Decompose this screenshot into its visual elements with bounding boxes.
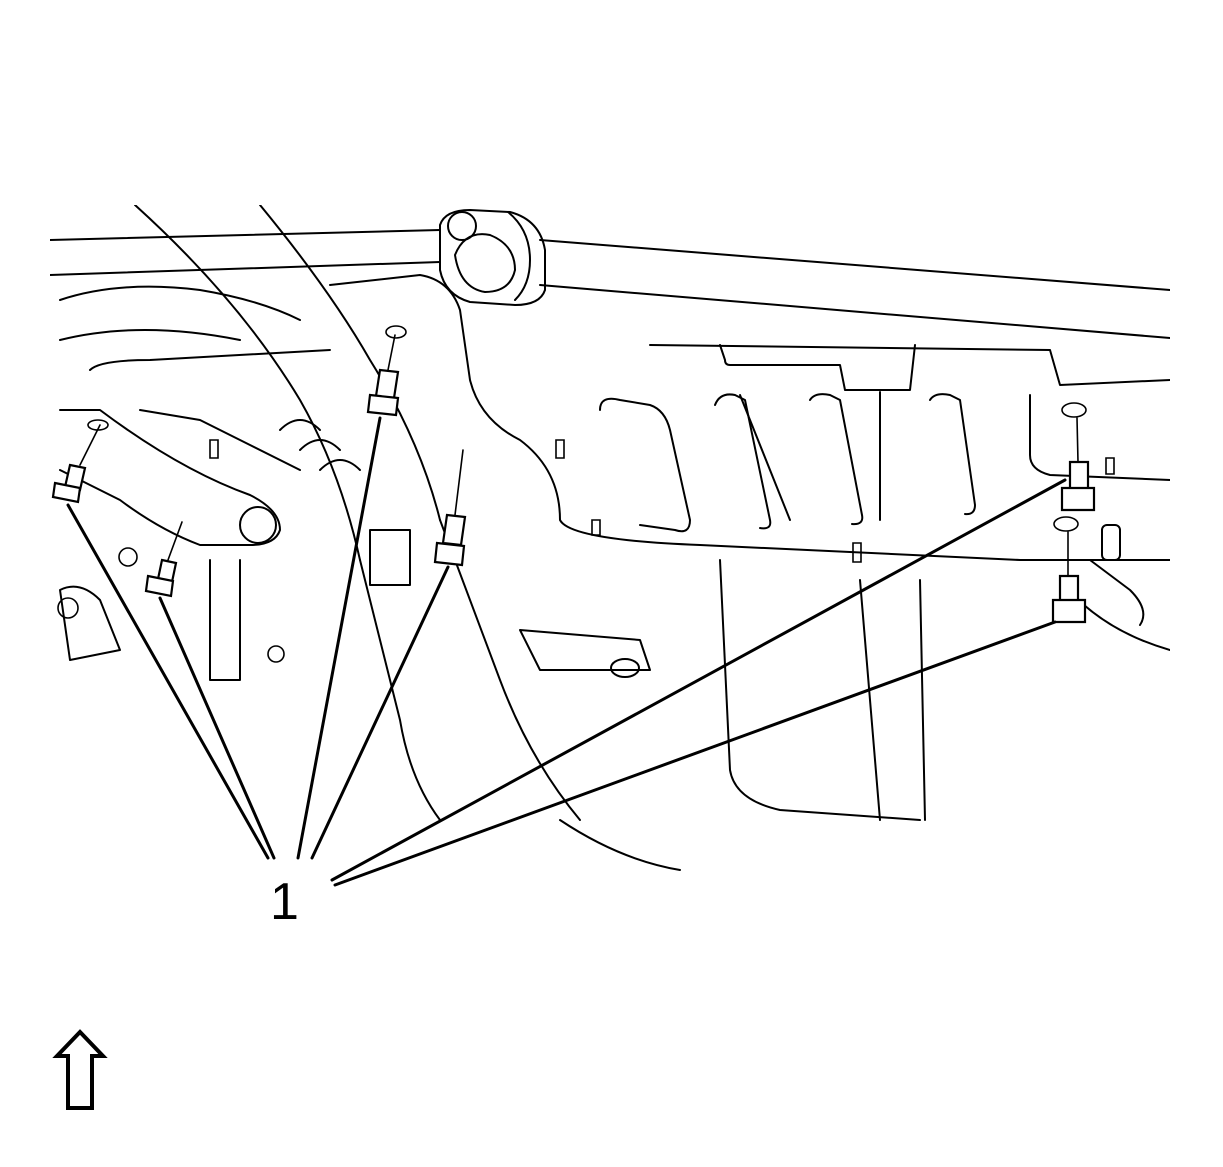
up-arrow-icon [52,1029,108,1110]
callout-label-1: 1 [270,873,299,931]
vehicle-underbody-linework [50,205,1170,871]
bolt-right-lower [1051,516,1087,624]
bolt-left-lower [144,521,183,598]
bolt-group [51,325,1096,624]
callout-leader-lines [66,416,1067,887]
bolt-right-upper [1060,402,1096,512]
bolt-center-lower [433,449,467,567]
bolt-center-upper [366,325,407,417]
bolt-left-upper [51,419,109,504]
